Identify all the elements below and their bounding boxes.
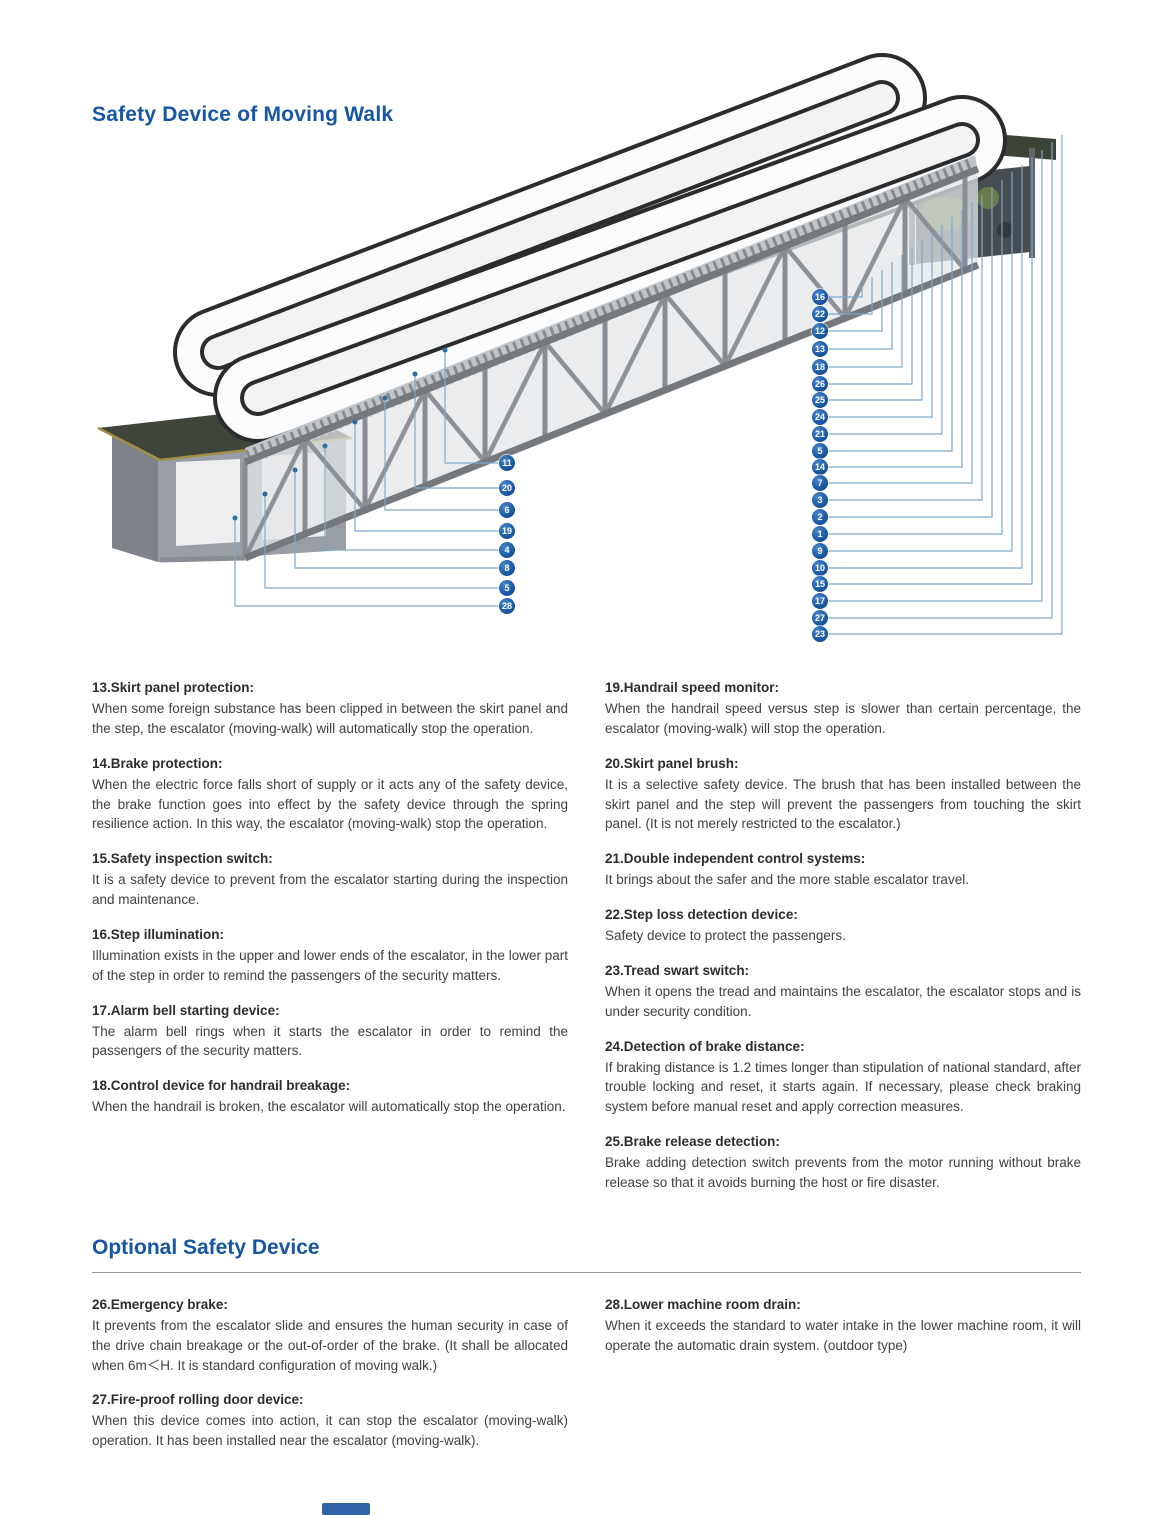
- main-columns: 13.Skirt panel protection: When some for…: [92, 680, 1081, 1210]
- safety-item-21: 21.Double independent control systems: I…: [605, 851, 1081, 890]
- callout-badge-5-left: 5: [499, 580, 515, 596]
- item-body: The alarm bell rings when it starts the …: [92, 1023, 568, 1059]
- moving-walk-illustration: [97, 53, 1063, 635]
- leader-lines-left: [234, 350, 507, 607]
- item-heading: 14.Brake protection:: [92, 755, 223, 771]
- safety-item-19: 19.Handrail speed monitor: When the hand…: [605, 680, 1081, 739]
- callout-badge-1: 1: [812, 526, 828, 542]
- item-heading: 23.Tread swart switch:: [605, 962, 750, 978]
- callout-badge-4: 4: [499, 542, 515, 558]
- callout-badge-23: 23: [812, 626, 828, 642]
- content-area: 13.Skirt panel protection: When some for…: [92, 680, 1081, 1468]
- optional-columns: 26.Emergency brake: It prevents from the…: [92, 1297, 1081, 1468]
- left-column: 13.Skirt panel protection: When some for…: [92, 680, 568, 1210]
- callout-badge-20: 20: [499, 480, 515, 496]
- optional-right-column: 28.Lower machine room drain: When it exc…: [605, 1297, 1081, 1468]
- leader-lines-right: [820, 135, 1063, 635]
- callout-badge-19: 19: [499, 523, 515, 539]
- item-body: When it opens the tread and maintains th…: [605, 983, 1081, 1019]
- callout-badge-25: 25: [812, 392, 828, 408]
- item-body: When the handrail is broken, the escalat…: [92, 1099, 566, 1115]
- safety-item-20: 20.Skirt panel brush: It is a selective …: [605, 756, 1081, 835]
- callout-badge-18: 18: [812, 359, 828, 375]
- item-heading: 22.Step loss detection device:: [605, 907, 798, 923]
- item-body: When it exceeds the standard to water in…: [605, 1317, 1081, 1353]
- callout-badge-6: 6: [499, 502, 515, 518]
- callout-badge-28: 28: [499, 598, 515, 614]
- safety-item-26: 26.Emergency brake: It prevents from the…: [92, 1297, 568, 1376]
- item-body: When this device comes into action, it c…: [92, 1413, 568, 1449]
- callout-badge-16: 16: [812, 289, 828, 305]
- safety-item-25: 25.Brake release detection: Brake adding…: [605, 1134, 1081, 1193]
- optional-section-title: Optional Safety Device: [92, 1235, 320, 1259]
- item-heading: 27.Fire-proof rolling door device:: [92, 1392, 304, 1408]
- item-body: It brings about the safer and the more s…: [605, 872, 969, 888]
- safety-item-18: 18.Control device for handrail breakage:…: [92, 1078, 568, 1117]
- item-heading: 18.Control device for handrail breakage:: [92, 1078, 351, 1094]
- item-body: When some foreign substance has been cli…: [92, 701, 568, 736]
- handrail-near: [213, 95, 1007, 443]
- callout-badge-17: 17: [812, 593, 828, 609]
- page-title: Safety Device of Moving Walk: [92, 103, 394, 126]
- callout-badge-21: 21: [812, 426, 828, 442]
- callout-badge-15: 15: [812, 576, 828, 592]
- callout-badge-27: 27: [812, 610, 828, 626]
- item-body: Brake adding detection switch prevents f…: [605, 1155, 1081, 1190]
- callout-badge-13: 13: [812, 341, 828, 357]
- item-body: If braking distance is 1.2 times longer …: [605, 1059, 1081, 1115]
- optional-left-column: 26.Emergency brake: It prevents from the…: [92, 1297, 568, 1468]
- item-heading: 20.Skirt panel brush:: [605, 755, 739, 771]
- item-heading: 24.Detection of brake distance:: [605, 1038, 805, 1054]
- item-heading: 21.Double independent control systems:: [605, 851, 866, 867]
- item-body: It is a selective safety device. The bru…: [605, 776, 1081, 832]
- callout-badge-12: 12: [812, 323, 828, 339]
- item-heading: 28.Lower machine room drain:: [605, 1296, 801, 1312]
- item-heading: 17.Alarm bell starting device:: [92, 1002, 280, 1018]
- callout-badge-9: 9: [812, 543, 828, 559]
- callout-badge-22: 22: [812, 306, 828, 322]
- item-heading: 13.Skirt panel protection:: [92, 680, 255, 695]
- callout-badge-11: 11: [499, 455, 515, 471]
- right-column: 19.Handrail speed monitor: When the hand…: [605, 680, 1081, 1210]
- item-body: It is a safety device to prevent from th…: [92, 872, 568, 908]
- item-body: Safety device to protect the passengers.: [605, 928, 846, 944]
- item-body: It prevents from the escalator slide and…: [92, 1317, 568, 1373]
- safety-item-17: 17.Alarm bell starting device: The alarm…: [92, 1003, 568, 1062]
- safety-item-22: 22.Step loss detection device: Safety de…: [605, 907, 1081, 946]
- item-heading: 25.Brake release detection:: [605, 1134, 780, 1150]
- safety-item-16: 16.Step illumination: Illumination exist…: [92, 927, 568, 986]
- safety-item-27: 27.Fire-proof rolling door device: When …: [92, 1392, 568, 1451]
- item-body: Illumination exists in the upper and low…: [92, 947, 568, 983]
- callout-badge-2: 2: [812, 509, 828, 525]
- moving-walk-diagram: 11 20 6 19 4 8 5 28 16 22 12 13 18 26 25…: [0, 0, 1173, 662]
- leader-dots-left: [232, 347, 448, 521]
- item-heading: 26.Emergency brake:: [92, 1296, 228, 1312]
- safety-item-14: 14.Brake protection: When the electric f…: [92, 756, 568, 835]
- section-divider: [92, 1271, 1081, 1273]
- callout-badge-8: 8: [499, 560, 515, 576]
- callout-badge-3: 3: [812, 492, 828, 508]
- truss: [159, 165, 980, 563]
- callout-badge-24: 24: [812, 409, 828, 425]
- callout-badge-26: 26: [812, 376, 828, 392]
- callout-badge-10: 10: [812, 560, 828, 576]
- safety-item-23: 23.Tread swart switch: When it opens the…: [605, 963, 1081, 1022]
- safety-item-28: 28.Lower machine room drain: When it exc…: [605, 1297, 1081, 1356]
- item-heading: 16.Step illumination:: [92, 926, 225, 942]
- item-heading: 19.Handrail speed monitor:: [605, 680, 780, 695]
- safety-item-15: 15.Safety inspection switch: It is a saf…: [92, 851, 568, 910]
- item-body: When the electric force falls short of s…: [92, 776, 568, 832]
- handrail-far: [173, 53, 927, 397]
- safety-item-24: 24.Detection of brake distance: If braki…: [605, 1039, 1081, 1118]
- item-heading: 15.Safety inspection switch:: [92, 851, 273, 867]
- item-body: When the handrail speed versus step is s…: [605, 701, 1081, 736]
- safety-item-13: 13.Skirt panel protection: When some for…: [92, 680, 568, 739]
- callout-badge-7: 7: [812, 475, 828, 491]
- callout-badge-14: 14: [812, 459, 828, 475]
- footer-mark: [322, 1503, 370, 1515]
- callout-badge-5-right: 5: [812, 443, 828, 459]
